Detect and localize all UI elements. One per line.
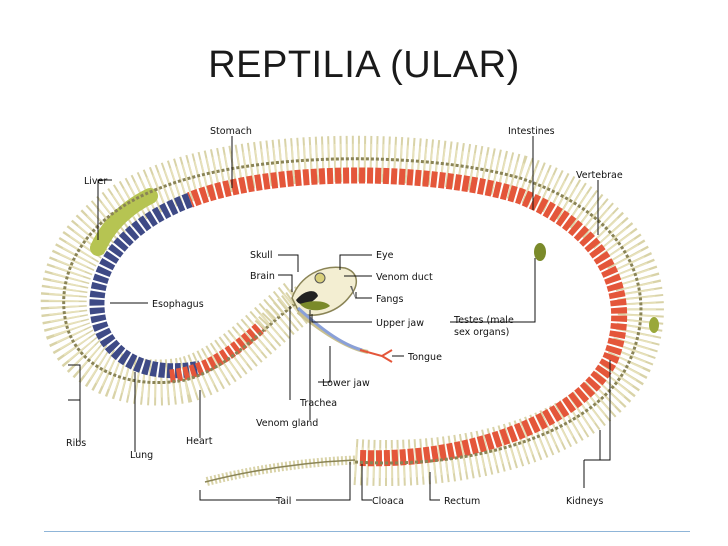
label-upper-jaw: Upper jaw xyxy=(376,318,424,329)
eye xyxy=(314,272,326,284)
bottom-divider xyxy=(44,531,690,532)
intestine-tract xyxy=(187,167,628,467)
lung-tract xyxy=(89,192,202,379)
tail xyxy=(203,455,356,487)
label-liver: Liver xyxy=(84,176,107,187)
vertebral-column xyxy=(62,157,643,465)
label-venom-gland: Venom gland xyxy=(256,418,318,429)
label-venom-duct: Venom duct xyxy=(376,272,433,283)
label-kidneys: Kidneys xyxy=(566,496,603,507)
label-trachea: Trachea xyxy=(299,398,337,409)
liver-organ xyxy=(90,188,158,256)
testes xyxy=(534,243,546,261)
snake-head xyxy=(291,266,393,363)
slide-title: REPTILIA (ULAR) xyxy=(208,44,520,86)
label-ribs: Ribs xyxy=(66,438,86,449)
label-testes-line1: Testes (male xyxy=(453,315,514,326)
label-fangs: Fangs xyxy=(376,294,403,305)
label-stomach: Stomach xyxy=(210,126,252,137)
label-brain: Brain xyxy=(250,271,275,282)
venom-gland xyxy=(300,301,330,311)
label-rectum: Rectum xyxy=(444,496,480,507)
kidney-nub xyxy=(649,317,659,333)
label-intestines: Intestines xyxy=(508,126,555,137)
label-vertebrae: Vertebrae xyxy=(576,170,623,181)
leader-lines xyxy=(68,136,611,501)
label-lower-jaw: Lower jaw xyxy=(322,378,370,389)
brain xyxy=(296,291,318,305)
fang xyxy=(350,286,356,300)
label-tongue: Tongue xyxy=(407,352,442,363)
label-lung: Lung xyxy=(130,450,153,461)
label-esophagus: Esophagus xyxy=(152,299,204,310)
tongue xyxy=(359,349,393,363)
heart-tract xyxy=(169,321,267,383)
label-tail: Tail xyxy=(275,496,291,507)
label-eye: Eye xyxy=(376,250,394,261)
label-heart: Heart xyxy=(186,436,213,447)
trachea xyxy=(296,306,363,352)
label-skull: Skull xyxy=(250,250,273,261)
label-testes-line2: sex organs) xyxy=(454,327,509,338)
label-cloaca: Cloaca xyxy=(372,496,404,507)
